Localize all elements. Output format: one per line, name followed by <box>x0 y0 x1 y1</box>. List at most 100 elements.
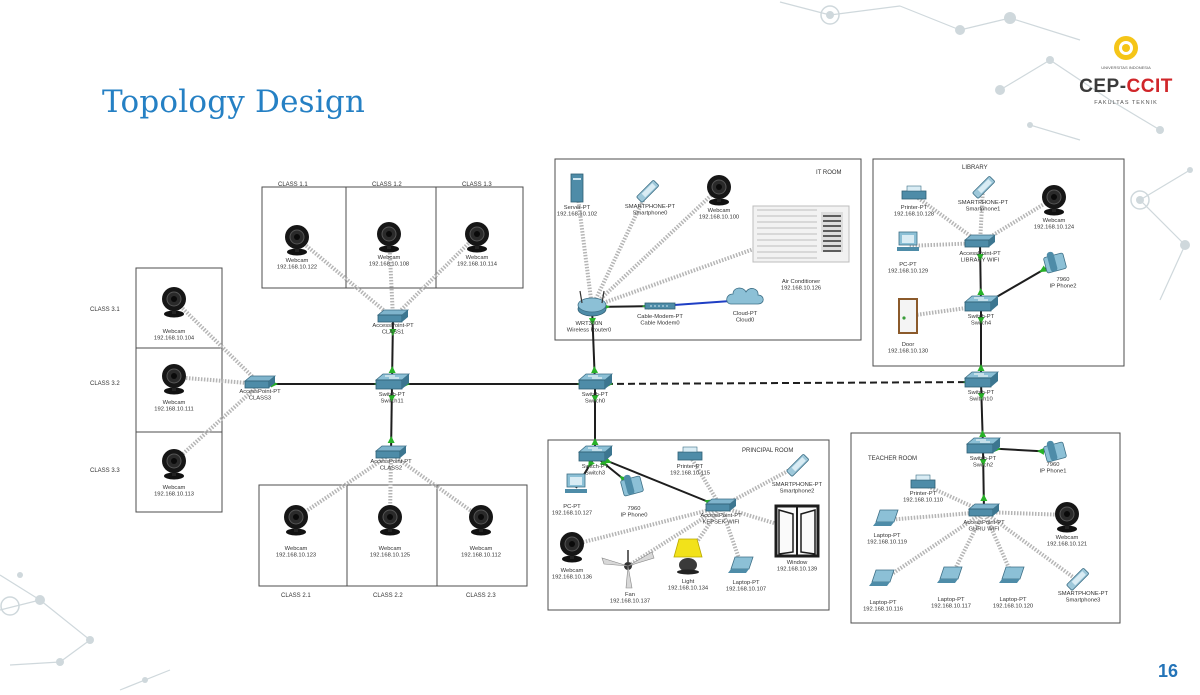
device-sublabel: IP Phone2 <box>1050 284 1077 290</box>
window-icon[interactable] <box>774 504 820 558</box>
link-wireless <box>172 298 262 386</box>
room-box <box>436 484 528 587</box>
link-wireless <box>172 382 262 464</box>
device-sublabel: 192.168.10.136 <box>552 575 592 581</box>
link-light <box>977 317 985 324</box>
switch-icon[interactable] <box>963 295 1000 312</box>
switch-icon[interactable] <box>577 373 614 390</box>
phone-icon[interactable] <box>786 454 809 477</box>
server-icon[interactable] <box>570 173 584 203</box>
light-icon[interactable] <box>673 538 703 575</box>
ap-icon[interactable] <box>376 309 410 323</box>
webcam-icon[interactable] <box>707 175 731 206</box>
device-sublabel: 192.168.10.121 <box>1047 542 1087 548</box>
printer-icon[interactable] <box>677 446 703 461</box>
room-label-class31: CLASS 3.1 <box>90 307 120 313</box>
ap-icon[interactable] <box>967 503 1001 517</box>
fan-icon[interactable] <box>601 550 655 589</box>
webcam-icon[interactable] <box>162 449 186 480</box>
ipphone-icon[interactable] <box>620 474 644 497</box>
device-label: Webcam <box>1043 218 1066 224</box>
link-wireless <box>387 234 395 319</box>
webcam-icon[interactable] <box>560 532 584 563</box>
ap-icon[interactable] <box>704 498 738 512</box>
webcam-icon[interactable] <box>1055 502 1079 533</box>
link-wireless <box>295 236 395 320</box>
device-sublabel: Switch11 <box>380 399 403 405</box>
pc-icon[interactable] <box>897 231 919 251</box>
room-label-class12: CLASS 1.2 <box>372 182 402 188</box>
link-wired <box>594 455 722 508</box>
webcam-icon[interactable] <box>378 505 402 536</box>
device-sublabel: GURU WIFI <box>969 527 1000 533</box>
device-label: Air Conditioner <box>782 279 820 285</box>
device-sublabel: Smartphone2 <box>780 489 815 495</box>
ap-icon[interactable] <box>374 445 408 459</box>
device-sublabel: 192.168.10.124 <box>1034 225 1075 231</box>
network-links <box>172 186 1079 582</box>
switch-icon[interactable] <box>374 373 411 390</box>
device-label: PC-PT <box>563 504 581 510</box>
ap-icon[interactable] <box>243 375 277 389</box>
link-light <box>977 392 985 400</box>
room-box <box>554 158 862 341</box>
link-wireless <box>922 482 985 514</box>
ipphone-icon[interactable] <box>1043 251 1067 274</box>
door-icon[interactable] <box>898 298 918 334</box>
device-label: SMARTPHONE-PT <box>958 200 1009 206</box>
router-icon[interactable] <box>577 290 607 317</box>
webcam-icon[interactable] <box>162 364 186 395</box>
phone-icon[interactable] <box>636 180 659 203</box>
device-label: Webcam <box>163 329 186 335</box>
link-light <box>387 436 395 444</box>
laptop-icon[interactable] <box>728 556 754 573</box>
cloud-icon[interactable] <box>726 287 764 305</box>
link-light <box>588 459 595 468</box>
webcam-icon[interactable] <box>377 222 401 253</box>
link-crossover <box>594 381 982 385</box>
webcam-icon[interactable] <box>469 505 493 536</box>
switch-icon[interactable] <box>965 437 1002 454</box>
laptop-icon[interactable] <box>999 566 1025 583</box>
webcam-icon[interactable] <box>284 505 308 536</box>
ap-icon[interactable] <box>963 234 997 248</box>
switch-icon[interactable] <box>577 445 614 462</box>
logo-brand: CEP-CCIT <box>1070 76 1182 98</box>
device-sublabel: 192.168.10.125 <box>370 553 410 559</box>
phone-icon[interactable] <box>1066 568 1089 591</box>
link-light <box>1037 447 1045 455</box>
laptop-icon[interactable] <box>937 566 963 583</box>
pc-icon[interactable] <box>565 473 587 493</box>
laptop-icon[interactable] <box>873 509 899 526</box>
printer-icon[interactable] <box>910 474 936 489</box>
device-sublabel: Smartphone3 <box>1066 598 1101 604</box>
room-label-principal: PRINCIPAL ROOM <box>742 448 793 454</box>
webcam-icon[interactable] <box>1042 185 1066 216</box>
link-light <box>388 366 396 374</box>
modem-icon[interactable] <box>644 302 676 310</box>
webcam-icon[interactable] <box>465 222 489 253</box>
device-label: Switch-PT <box>970 456 997 462</box>
room-box <box>258 484 348 587</box>
link-wireless <box>173 375 261 386</box>
laptop-icon[interactable] <box>869 569 895 586</box>
link-wireless <box>886 510 985 522</box>
ipphone-icon[interactable] <box>1043 440 1067 463</box>
link-light <box>979 458 987 466</box>
device-label: AccessPoint-PT <box>372 323 414 329</box>
device-sublabel: Cloud0 <box>736 318 754 324</box>
device-label: Laptop-PT <box>873 533 901 539</box>
webcam-icon[interactable] <box>285 225 309 256</box>
link-light <box>389 328 397 336</box>
room-label-class23: CLASS 2.3 <box>466 593 496 599</box>
ac-icon[interactable] <box>752 205 850 263</box>
phone-icon[interactable] <box>972 176 995 199</box>
printer-icon[interactable] <box>901 185 927 200</box>
link-wireless <box>391 233 479 320</box>
device-label: Webcam <box>561 568 584 574</box>
device-label: Fan <box>625 592 635 598</box>
webcam-icon[interactable] <box>162 287 186 318</box>
switch-icon[interactable] <box>963 371 1000 388</box>
